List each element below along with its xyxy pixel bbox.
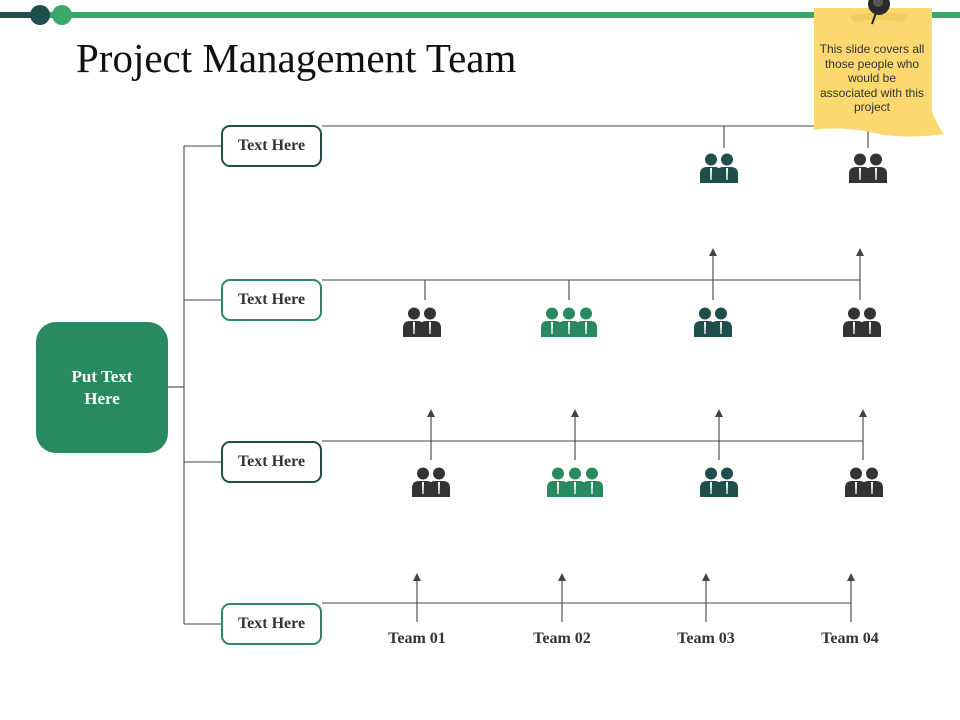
root-node-line2: Here: [84, 388, 120, 408]
team-label-01: Team 01: [388, 630, 446, 647]
branch-box-3: Text Here: [221, 441, 322, 483]
branch-box-4: Text Here: [221, 603, 322, 645]
connector-lines: [168, 125, 870, 625]
team-label-02: Team 02: [533, 630, 591, 647]
page-title: Project Management Team: [76, 35, 517, 81]
team-icon: [843, 307, 881, 337]
team-icon: [412, 467, 450, 497]
team-label-03: Team 03: [677, 630, 735, 647]
team-icon: [403, 307, 441, 337]
team-icon: [849, 153, 887, 183]
branch-box-2: Text Here: [221, 279, 322, 321]
root-node: Put Text Here: [36, 322, 168, 453]
team-icon: [547, 467, 603, 497]
team-icon: [700, 153, 738, 183]
sticky-note: [814, 8, 944, 137]
sticky-note-text: This slide covers all those people who w…: [819, 42, 925, 114]
team-icon: [845, 467, 883, 497]
team-icon: [694, 307, 732, 337]
top-accent-bar: [0, 5, 960, 25]
team-label-04: Team 04: [821, 630, 879, 647]
branch-box-1: Text Here: [221, 125, 322, 167]
pushpin-icon: [868, 0, 890, 25]
team-icon: [541, 307, 597, 337]
root-node-line1: Put Text: [71, 366, 133, 386]
team-icon: [700, 467, 738, 497]
